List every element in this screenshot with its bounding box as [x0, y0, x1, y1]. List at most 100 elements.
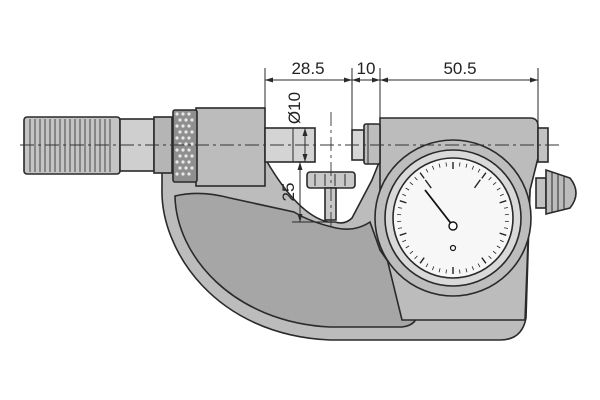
ratchet-knurl-dot: [181, 112, 185, 116]
arrow-length-left: [380, 77, 388, 83]
dial-major-tick: [499, 232, 507, 236]
thimble-knurl: [23, 116, 121, 175]
ratchet-ring: [172, 109, 198, 183]
dial-minor-tick: [409, 181, 414, 186]
dim-label-spindle-diameter: Ø10: [285, 92, 304, 124]
dial-minor-tick: [459, 269, 461, 274]
dial-minor-tick: [445, 162, 447, 167]
ratchet-knurl-dot: [178, 154, 182, 158]
ratchet-knurl-dot: [190, 118, 194, 122]
arrow-throat-bottom: [297, 214, 303, 222]
ratchet-knurl-dot: [190, 142, 194, 146]
dial-minor-tick: [405, 245, 410, 249]
arrow-throat-top: [297, 162, 303, 170]
ratchet-knurl-dot: [187, 136, 191, 140]
ratchet-knurl-dot: [178, 118, 182, 122]
dial-minor-tick: [432, 165, 435, 170]
dial-minor-tick: [504, 207, 509, 209]
dial-minor-tick: [492, 181, 497, 186]
dial-minor-tick: [425, 168, 429, 173]
dial-minor-tick: [471, 266, 474, 271]
dial-minor-tick: [409, 250, 414, 255]
ratchet-knurl-dot: [181, 172, 185, 176]
anvil: [351, 123, 381, 165]
ratchet-knurl-dot: [187, 160, 191, 164]
dial-minor-tick: [488, 255, 492, 260]
ratchet-knurl-dot: [184, 118, 188, 122]
ratchet-knurl-dot: [181, 136, 185, 140]
dial-minor-tick: [402, 239, 407, 243]
ratchet-knurl-dot: [175, 124, 179, 128]
arrow-diameter-top: [302, 128, 308, 136]
dial-needle: [424, 189, 454, 227]
dial-minor-tick: [504, 227, 509, 229]
dial-hub: [448, 221, 458, 231]
arrow-depth-right: [344, 77, 352, 83]
ratchet-knurl-dot: [175, 112, 179, 116]
dial-limit-mark-right: [473, 179, 481, 189]
dial-minor-tick: [445, 269, 447, 274]
dial-minor-tick: [397, 227, 402, 229]
dial-minor-tick: [438, 163, 441, 168]
dial-ticks: [397, 162, 509, 274]
ratchet-knurl-dot: [184, 166, 188, 170]
ratchet-knurl-dot: [181, 160, 185, 164]
ratchet-knurl-dot: [187, 148, 191, 152]
ratchet-knurl-dot: [190, 130, 194, 134]
dimension-lines: [264, 68, 539, 223]
ratchet-knurl-dot: [184, 142, 188, 146]
dial-minor-tick: [471, 165, 474, 170]
ratchet-knurl-dot: [184, 130, 188, 134]
dial-minor-tick: [438, 268, 441, 273]
side-knob-stem: [535, 177, 547, 209]
dial-minor-tick: [499, 193, 504, 197]
ratchet-ring-body: [172, 109, 198, 183]
dial-minor-tick: [397, 207, 402, 209]
dial-minor-tick: [496, 245, 501, 249]
thimble-knurl-lines: [29, 119, 111, 172]
ratchet-knurl-dot: [178, 166, 182, 170]
dial-minor-tick: [465, 268, 468, 273]
dial-minor-tick: [499, 239, 504, 243]
dial-major-tick: [481, 172, 487, 179]
ratchet-knurl-dot: [178, 130, 182, 134]
thimble: [23, 116, 173, 175]
dial-major-tick: [419, 257, 425, 264]
dial-minor-tick: [477, 263, 481, 268]
ratchet-knurl-dot: [175, 160, 179, 164]
retract-button-stem: [324, 187, 337, 221]
dial-minor-tick: [414, 255, 418, 260]
dim-label-throat-depth: 25: [279, 183, 298, 202]
ratchet-knurl-dot: [190, 154, 194, 158]
ratchet-knurl-dot: [175, 148, 179, 152]
dial-major-tick: [399, 232, 407, 236]
dim-label-depth: 28.5: [291, 59, 324, 78]
dial-minor-tick: [496, 187, 501, 191]
dial-limit-mark-left: [424, 179, 432, 189]
arrow-depth-left: [265, 77, 273, 83]
arrow-gap-right: [372, 77, 380, 83]
ratchet-knurl-dot: [175, 136, 179, 140]
anvil-collar: [363, 123, 381, 165]
dial-minor-tick: [405, 187, 410, 191]
dial-minor-tick: [488, 176, 492, 181]
side-knob: [535, 168, 577, 216]
arrow-gap-left: [352, 77, 360, 83]
arrow-diameter-bottom: [302, 154, 308, 162]
ratchet-knurl-dot: [187, 124, 191, 128]
ratchet-knurl-dot: [187, 112, 191, 116]
arrow-length-right: [530, 77, 538, 83]
dial-face: [392, 157, 514, 279]
ratchet-knurl-dot: [187, 172, 191, 176]
dial-major-tick: [499, 200, 507, 204]
dial-minor-tick: [459, 162, 461, 167]
upper-arm-block: [195, 107, 266, 187]
dial-minor-tick: [432, 266, 435, 271]
ratchet-knurl-dot: [181, 148, 185, 152]
dial-indicator: [374, 139, 532, 297]
side-knob-head: [545, 168, 577, 216]
dial-minor-tick: [425, 263, 429, 268]
dial-major-tick: [419, 172, 425, 179]
